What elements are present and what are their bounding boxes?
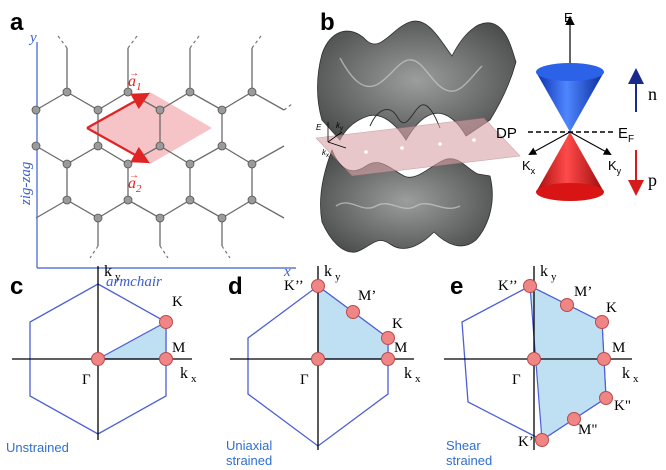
panel-c-label-gamma: Γ <box>82 372 91 388</box>
panel-d-point-gamma <box>311 352 325 366</box>
fermi-plane <box>315 117 521 177</box>
panel-e-label-Mdd: M" <box>578 422 597 438</box>
lattice-bond-stubs <box>57 35 293 259</box>
panel-e-label-Mp: M’ <box>574 284 592 300</box>
panel-e-caption-line2: strained <box>446 453 492 468</box>
panel-c-point-M <box>159 352 173 366</box>
panel-c-label-M: M <box>172 340 185 356</box>
panel-e-point-Kdd <box>599 391 613 405</box>
band-structure-surface <box>317 20 517 253</box>
panel-e-point-Mp <box>560 298 574 312</box>
panel-e-label-gamma: Γ <box>512 372 521 388</box>
panel-d-irreducible-wedge <box>317 284 389 360</box>
panel-d-point-Kpp <box>311 279 325 293</box>
panel-d-caption-line1: Uniaxial <box>226 438 272 453</box>
panel-a-zigzag-label: zig-zag <box>18 161 34 206</box>
panel-e-label-M: M <box>612 340 625 356</box>
cone-kx-axis <box>528 131 571 155</box>
cone-ky-label: Ky <box>608 158 622 176</box>
dirac-points <box>364 138 476 154</box>
panel-e-label-K: K <box>606 300 617 316</box>
panel-c-point-K <box>159 315 173 329</box>
cone-energy-label: E <box>564 10 573 25</box>
vector-a2 <box>86 127 150 164</box>
panel-c-irreducible-wedge <box>97 320 167 360</box>
panel-e-label-Kp: K’ <box>518 434 534 450</box>
panel-e-label: e <box>450 273 463 300</box>
panel-e-point-Kp <box>535 433 549 447</box>
panel-e-point-gamma <box>527 352 541 366</box>
panel-d-label: d <box>228 273 243 300</box>
panel-a: a y x zig-zag armchair <box>10 9 296 290</box>
panel-d-label-K: K <box>392 316 403 332</box>
panel-e-point-Kpp <box>523 279 537 293</box>
vector-a1-arrow-glyph: → <box>129 68 139 79</box>
panel-c-label: c <box>10 273 23 300</box>
panel-c-point-gamma <box>91 352 105 366</box>
panel-d-caption-line2: strained <box>226 453 272 468</box>
p-doping-label: p <box>648 170 657 190</box>
panel-b-mini-E: E <box>316 123 322 132</box>
panel-a-x-label: x <box>283 264 291 280</box>
panel-d-label-Mp: M’ <box>358 288 376 304</box>
panel-b-mini-axes <box>327 122 347 149</box>
panel-d-label-M: M <box>394 340 407 356</box>
unit-cell <box>87 92 212 164</box>
vector-a2-label: a2 <box>128 175 142 195</box>
panel-d-point-Mp <box>346 305 360 319</box>
conduction-cone-top <box>536 63 604 81</box>
panel-d-point-K <box>381 331 395 345</box>
valence-cone <box>536 132 604 192</box>
panel-a-armchair-label: armchair <box>106 274 162 290</box>
vector-a2-arrow-glyph: → <box>129 170 139 181</box>
panel-e-point-Mdd <box>567 412 581 426</box>
panel-d-label-gamma: Γ <box>300 372 309 388</box>
vector-a1-label: a1 <box>128 73 142 93</box>
panel-e-point-M <box>597 352 611 366</box>
panel-a-y-label: y <box>28 30 37 46</box>
panel-b-mini-kx: kx <box>322 148 330 159</box>
panel-c-label-K: K <box>172 294 183 310</box>
panel-d-label-Kpp: K’’ <box>284 278 304 294</box>
panel-d-point-M <box>381 352 395 366</box>
panel-e-label-Kpp: K’’ <box>498 278 518 294</box>
panel-c-caption: Unstrained <box>6 440 69 455</box>
valence-cone-bottom <box>536 183 604 201</box>
fermi-level-label: EF <box>618 125 634 145</box>
panel-e-point-K <box>595 315 609 329</box>
vector-a1 <box>86 92 150 129</box>
panel-a-label: a <box>10 9 24 36</box>
n-doping-label: n <box>648 84 657 104</box>
panel-b-label: b <box>320 9 335 36</box>
panel-b: b E ky kx E DP EF <box>315 9 657 253</box>
lattice-atoms <box>31 87 257 223</box>
panel-e-caption-line1: Shear <box>446 438 481 453</box>
panel-e-label-Kdd: K" <box>614 398 631 414</box>
dirac-point-label: DP <box>496 125 517 142</box>
conduction-cone <box>536 72 604 132</box>
cone-kx-label: Kx <box>522 158 536 176</box>
panel-b-mini-ky: ky <box>336 121 344 132</box>
cone-ky-axis <box>569 131 612 155</box>
